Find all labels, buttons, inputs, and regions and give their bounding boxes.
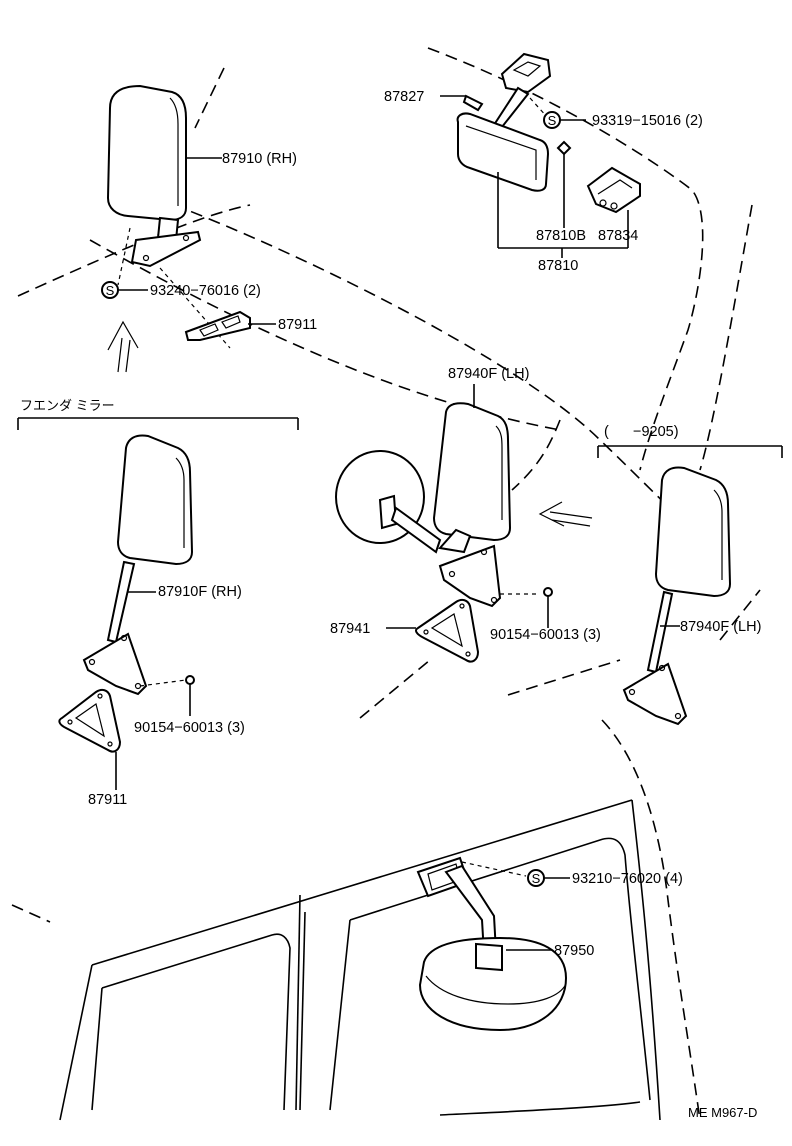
up-arrow-icon bbox=[107, 320, 139, 373]
label-93319: 93319−15016 (2) bbox=[592, 113, 703, 129]
marker-93210: S bbox=[532, 871, 541, 886]
left-arrow-icon bbox=[538, 501, 593, 527]
label-90154-left: 90154−60013 (3) bbox=[134, 720, 245, 736]
fender-bracket bbox=[17, 417, 299, 430]
screw-marker-icon: S bbox=[543, 111, 561, 129]
label-87910-rh: 87910 (RH) bbox=[222, 151, 297, 167]
mirror-87910f-rh bbox=[82, 434, 194, 696]
screw-90154-left bbox=[185, 675, 195, 685]
label-87940f-right: 87940F (LH) bbox=[680, 619, 761, 635]
mirror-87940f-lh-center bbox=[335, 402, 512, 608]
label-87940f-center: 87940F (LH) bbox=[448, 366, 529, 382]
cabin-outline bbox=[59, 799, 661, 1121]
screw-marker-icon: S bbox=[101, 281, 119, 299]
marker-93240: S bbox=[106, 283, 115, 298]
label-93210: 93210−76020 (4) bbox=[572, 871, 683, 887]
gasket-87941 bbox=[415, 598, 480, 663]
label-93240: 93240−76016 (2) bbox=[150, 283, 261, 299]
gasket-87911-top bbox=[184, 310, 276, 341]
room-mirror-87810 bbox=[456, 52, 641, 214]
part-labels: 87827 93319−15016 (2) 87910 (RH) 87810B … bbox=[20, 89, 761, 1120]
mirror-87910-rh bbox=[106, 84, 202, 268]
label-9205: ( −9205) bbox=[604, 424, 679, 440]
label-87941: 87941 bbox=[330, 621, 370, 637]
label-87950: 87950 bbox=[554, 943, 594, 959]
under-mirror-87950 bbox=[416, 856, 568, 1032]
marker-93319: S bbox=[548, 113, 557, 128]
label-90154-center: 90154−60013 (3) bbox=[490, 627, 601, 643]
leader-lines-under bbox=[461, 861, 570, 951]
leader-lines-fender bbox=[115, 591, 191, 790]
screw-marker-icon: S bbox=[527, 869, 545, 887]
diagram-code: ME M967-D bbox=[688, 1105, 757, 1120]
fender-mirror-heading: フエンダ ミラー bbox=[20, 398, 115, 413]
gasket-87911-bottom bbox=[58, 688, 122, 753]
label-87910f-rh: 87910F (RH) bbox=[158, 584, 242, 600]
label-87911-bottom: 87911 bbox=[88, 792, 127, 808]
label-87834: 87834 bbox=[598, 228, 638, 244]
label-87827: 87827 bbox=[384, 89, 424, 105]
screw-90154-center bbox=[543, 587, 553, 597]
label-87810b: 87810B bbox=[536, 228, 586, 244]
bracket-9205 bbox=[597, 445, 783, 458]
leader-lines-center bbox=[386, 384, 549, 629]
label-87911-top: 87911 bbox=[278, 317, 317, 333]
mirror-87940f-lh-right bbox=[622, 466, 732, 726]
label-87810: 87810 bbox=[538, 258, 578, 274]
